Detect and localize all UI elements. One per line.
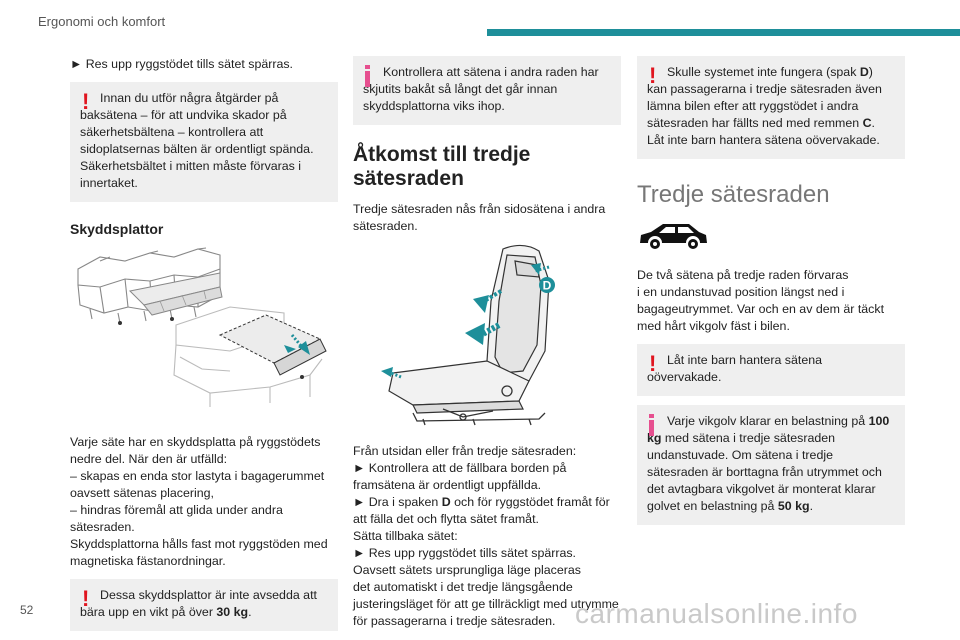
figure-protective-plates — [70, 247, 338, 409]
slide-forward-arrow-icon — [381, 367, 402, 379]
text-fragment: . Låt inte barn hantera sätena oövervaka… — [647, 116, 880, 147]
info-icon — [365, 65, 370, 91]
text-fragment: Dessa skyddsplattor är inte avsedda att … — [80, 588, 317, 619]
watermark: carmanualsonline.info — [575, 598, 858, 629]
text-line: – hindras föremål att glida under andra — [70, 503, 283, 517]
warning-text: Dessa skyddsplattor är inte avsedda att … — [80, 587, 328, 621]
info-icon — [649, 414, 654, 440]
warning-text: Skulle systemet inte fungera (spak D) ka… — [647, 64, 895, 149]
text-line: med hårt vikgolv fäst i bilen. — [637, 319, 790, 333]
text-fragment: Varje vikgolv klarar en belastning på — [667, 414, 869, 428]
text-line: det automatiskt i det tredje längsgående — [353, 580, 573, 594]
text-line: Oavsett sätets ursprungliga läge placera… — [353, 563, 581, 577]
warning-box-children: ! Låt inte barn hantera sätena oövervaka… — [637, 344, 905, 396]
section-title: Ergonomi och komfort — [38, 14, 166, 29]
header-accent-bar — [487, 29, 960, 36]
warning-text: Innan du utför några åtgärder på baksäte… — [80, 91, 314, 190]
info-text: Varje vikgolv klarar en belastning på 10… — [647, 413, 895, 515]
seat-folding-illustration: D — [381, 244, 555, 426]
warning-exclamation-icon: ! — [82, 586, 90, 611]
heading-line: Åtkomst till tredje — [353, 143, 531, 166]
warning-exclamation-icon: ! — [649, 351, 657, 376]
fold-arrow-icon — [290, 334, 310, 355]
lever-reference: D — [441, 495, 451, 509]
text-line: Varje säte har en skyddsplatta på ryggst… — [70, 435, 321, 449]
text-line: oavsett sätenas placering, — [70, 486, 214, 500]
text-line: i en undanstuvad position längst ned i — [637, 285, 845, 299]
heading-line: sätesraden — [353, 167, 464, 190]
heading-protective-plates: Skyddsplattor — [70, 221, 164, 237]
text-fragment: . — [248, 605, 252, 619]
warning-box-lever-failure: ! Skulle systemet inte fungera (spak D) … — [637, 56, 905, 159]
seats-with-plates-illustration — [77, 247, 327, 407]
paragraph-third-row: De två sätena på tredje raden förvaras i… — [637, 267, 905, 335]
heading-third-row: Tredje sätesraden — [637, 181, 830, 208]
page-number: 52 — [20, 603, 34, 617]
warning-text: Låt inte barn hantera sätena oövervakade… — [647, 353, 822, 384]
warning-exclamation-icon: ! — [649, 63, 657, 88]
load-value: 50 kg — [777, 499, 810, 513]
text-line: Skyddsplattorna hålls fast mot ryggstöde… — [70, 537, 328, 551]
paragraph-protective-plates: Varje säte har en skyddsplatta på ryggst… — [70, 434, 338, 570]
text-line: Från utsidan eller från tredje sätesrade… — [353, 444, 577, 458]
text-line: bagageutrymmet. Var och en av dem är täc… — [637, 302, 885, 316]
text-line: Sätta tillbaka sätet: — [353, 529, 458, 543]
text-fragment: . — [809, 499, 814, 513]
text-fragment: med sätena i tredje sätesraden undanstuv… — [647, 431, 882, 513]
step-raise-backrest: ► Res upp ryggstödet tills sätet spärras… — [70, 57, 294, 71]
lever-pull-arrow-icon — [531, 263, 550, 275]
text-fragment: ) kan passagerarna i tredje sätesraden ä… — [647, 65, 882, 130]
text-line: sätesraden. — [70, 520, 135, 534]
heading-access-third-row: Åtkomst till tredje sätesraden — [353, 143, 621, 191]
car-silhouette-icon — [637, 221, 905, 253]
info-text: Kontrollera att sätena i andra raden har… — [363, 65, 599, 113]
weight-value: 30 kg — [216, 605, 249, 619]
lever-reference: D — [859, 65, 869, 79]
text-line: ► Kontrollera att de fällbara borden på — [353, 461, 567, 475]
text-line: De två sätena på tredje raden förvaras — [637, 268, 849, 282]
info-box-floor-load: Varje vikgolv klarar en belastning på 10… — [637, 405, 905, 525]
warning-box-weight-limit: ! Dessa skyddsplattor är inte avsedda at… — [70, 579, 338, 631]
text-line: justeringsläget för att ge tillräckligt … — [353, 597, 619, 611]
text-fragment: ► Dra i spaken — [353, 495, 442, 509]
text-fragment: och för ryggstödet framåt för — [450, 495, 610, 509]
column-1: ► Res upp ryggstödet tills sätet spärras… — [70, 56, 338, 631]
warning-box-seatbelts: ! Innan du utför några åtgärder på baksä… — [70, 82, 338, 202]
text-line: framsätena är ordentligt uppfällda. — [353, 478, 542, 492]
text-line: för passagerarna i tredje sätesraden. — [353, 614, 556, 628]
text-line: magnetiska fästanordningar. — [70, 554, 226, 568]
lever-d-marker: D — [539, 277, 555, 293]
warning-exclamation-icon: ! — [82, 89, 90, 114]
figure-seat-lever: D — [353, 241, 621, 427]
text-fragment: Skulle systemet inte fungera (spak — [667, 65, 860, 79]
intro-paragraph: Tredje sätesraden nås från sidosätena i … — [353, 202, 606, 233]
strap-reference: C — [862, 116, 872, 130]
column-2: Kontrollera att sätena i andra raden har… — [353, 56, 621, 630]
text-line: ► Dra i spaken D och för ryggstödet fram… — [353, 494, 621, 511]
text-line: – skapas en enda stor lastyta i bagageru… — [70, 469, 325, 483]
lever-label: D — [543, 279, 552, 293]
info-box-second-row: Kontrollera att sätena i andra raden har… — [353, 56, 621, 125]
column-3: ! Skulle systemet inte fungera (spak D) … — [637, 56, 905, 525]
text-line: att fälla det och flytta sätet framåt. — [353, 512, 539, 526]
paragraph-procedure: Från utsidan eller från tredje sätesrade… — [353, 443, 621, 630]
text-line: nedre del. När den är utfälld: — [70, 452, 228, 466]
fold-forward-arrow-icon — [465, 289, 503, 345]
text-line: ► Res upp ryggstödet tills sätet spärras… — [353, 546, 577, 560]
